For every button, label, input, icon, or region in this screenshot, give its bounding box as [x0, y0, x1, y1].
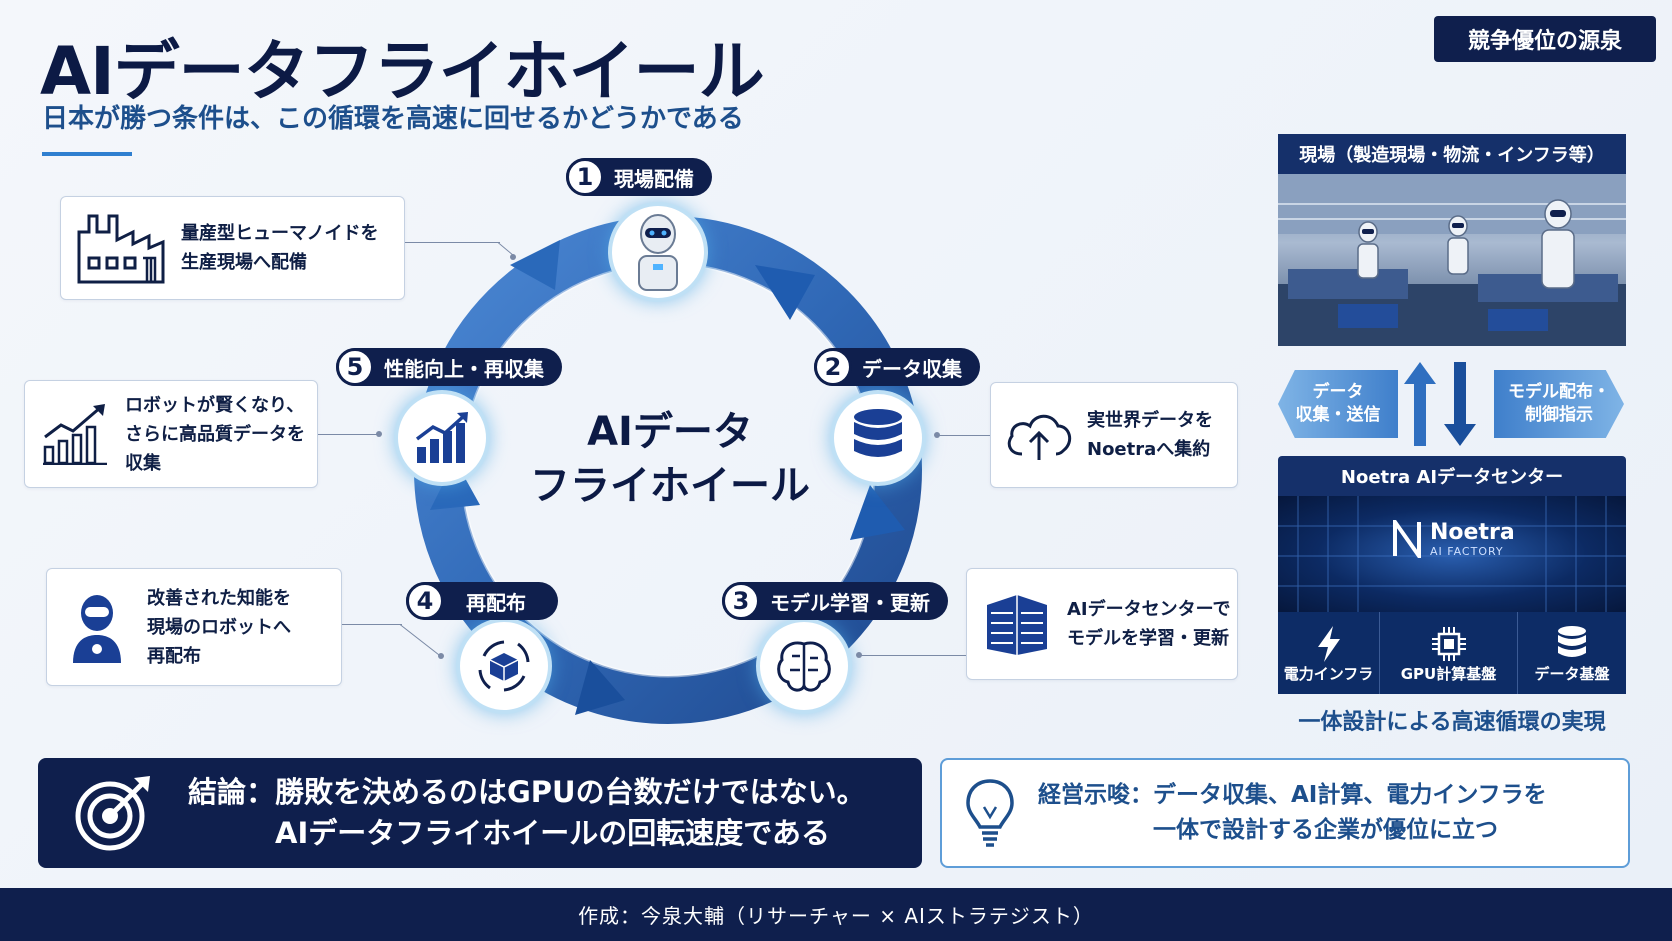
connector-improve-dot: [376, 431, 382, 437]
cycle-arrow-1: [755, 265, 815, 320]
cycle-arrow-5: [510, 240, 560, 290]
noetra-logo: Noetra AI FACTORY: [1392, 520, 1515, 558]
step-2-number: 2: [814, 348, 852, 386]
cycle-arrow-4: [430, 460, 480, 510]
note-improve-text: ロボットが賢くなり、 さらに高品質データを 収集: [125, 394, 305, 474]
node-deploy: [608, 202, 708, 302]
note-redistribute: 改善された知能を 現場のロボットへ 再配布: [46, 568, 342, 686]
connector-redistribute: [342, 624, 402, 625]
cycle-arrow-3: [575, 660, 625, 715]
server-racks-bg: [1278, 496, 1626, 612]
note-collect: 実世界データを Noetraへ集約: [990, 382, 1238, 488]
lightbulb-icon: [966, 779, 1014, 847]
connector-train-dot: [856, 652, 862, 658]
node-improve: [394, 390, 490, 486]
note-redistribute-text: 改善された知能を 現場のロボットへ 再配布: [147, 587, 291, 667]
database-icon: [1558, 626, 1586, 657]
growth-chart-icon: [43, 404, 107, 465]
bar-chart-icon: [415, 412, 468, 463]
arrow-data-send: データ 収集・送信: [1278, 370, 1398, 438]
tile-data-label: データ基盤: [1534, 665, 1610, 683]
robot-head-icon: [73, 595, 121, 663]
page-title: AIデータフライホイール: [40, 33, 765, 110]
connector-redistribute-dot: [438, 653, 444, 659]
step-4-text: 再配布: [466, 590, 526, 615]
factory-icon: [77, 214, 165, 284]
connector-collect: [938, 435, 990, 436]
lightning-icon: [1317, 626, 1340, 662]
infrastructure-tiles: 電力インフラ GPU計算基盤 データ基盤: [1278, 612, 1626, 694]
tile-power: 電力インフラ: [1278, 612, 1380, 694]
up-down-arrows-icon: [1404, 362, 1476, 446]
target-icon: [75, 776, 150, 851]
step-4-number: 4: [406, 582, 444, 620]
tile-data: データ基盤: [1518, 612, 1626, 694]
cycle-center-title: AIデータ フライホイール: [520, 405, 820, 513]
integrated-design-caption: 一体設計による高速循環の実現: [1298, 710, 1606, 735]
step-2-label: 2 データ収集: [814, 348, 980, 386]
connector-deploy: [405, 242, 500, 243]
tile-gpu: GPU計算基盤: [1380, 612, 1518, 694]
footer-credit: 作成：今泉大輔（リサーチャー × AIストラテジスト）: [0, 888, 1672, 941]
step-3-number: 3: [722, 582, 760, 620]
datacenter-image: Noetra AI FACTORY: [1278, 496, 1626, 612]
step-5-text: 性能向上・再収集: [384, 356, 544, 381]
page-subtitle: 日本が勝つ条件は、この循環を高速に回せるかどうかである: [42, 104, 744, 134]
step-1-label: 1 現場配備: [566, 158, 712, 196]
note-deploy-text: 量産型ヒューマノイドを 生産現場へ配備: [181, 223, 379, 273]
step-2-text: データ収集: [862, 356, 962, 381]
step-4-label: 4 再配布: [406, 582, 558, 620]
note-improve: ロボットが賢くなり、 さらに高品質データを 収集: [24, 380, 318, 488]
center-line-2: フライホイール: [530, 463, 810, 509]
brain-icon: [777, 641, 831, 692]
connector-improve: [318, 434, 378, 435]
step-5-number: 5: [336, 348, 374, 386]
database-icon: [854, 409, 902, 457]
cycle-arrow-2: [850, 485, 905, 540]
site-panel-title: 現場（製造現場・物流・インフラ等）: [1278, 134, 1626, 174]
section-badge: 競争優位の源泉: [1434, 16, 1656, 62]
logo-sub: AI FACTORY: [1430, 544, 1504, 558]
subtitle-underline: [42, 152, 132, 156]
chip-icon: [1431, 627, 1466, 661]
note-train: AIデータセンターで モデルを学習・更新: [966, 568, 1238, 680]
tile-power-label: 電力インフラ: [1283, 665, 1374, 683]
step-1-number: 1: [566, 158, 604, 196]
connector-collect-dot: [934, 432, 940, 438]
server-icon: [987, 595, 1047, 655]
factory-floor-image: [1278, 174, 1626, 346]
conclusion-box: 結論：勝敗を決めるのはGPUの台数だけではない。 AIデータフライホイールの回転…: [38, 758, 922, 868]
implication-box: 経営示唆：データ収集、AI計算、電力インフラを 一体で設計する企業が優位に立つ: [940, 758, 1630, 868]
datacenter-title: Noetra AIデータセンター: [1278, 456, 1626, 496]
note-deploy: 量産型ヒューマノイドを 生産現場へ配備: [60, 196, 405, 300]
cloud-upload-icon: [1007, 414, 1072, 460]
arrow-model-distribute: モデル配布・ 制御指示: [1494, 370, 1624, 438]
connector-train: [860, 655, 966, 656]
cube-cycle-icon: [478, 640, 530, 692]
factory-scene: [1278, 174, 1626, 346]
step-3-label: 3 モデル学習・更新: [722, 582, 948, 620]
implication-text: 経営示唆：データ収集、AI計算、電力インフラを 一体で設計する企業が優位に立つ: [1038, 782, 1547, 843]
noetra-n-icon: [1393, 520, 1421, 558]
note-train-text: AIデータセンターで モデルを学習・更新: [1067, 599, 1231, 649]
step-1-text: 現場配備: [614, 166, 694, 191]
node-train: [756, 618, 852, 714]
step-5-label: 5 性能向上・再収集: [336, 348, 562, 386]
node-redistribute: [456, 618, 552, 714]
center-line-1: AIデータ: [587, 409, 753, 455]
connector-deploy-dot: [510, 254, 516, 260]
logo-name: Noetra: [1430, 519, 1515, 545]
conclusion-text: 結論：勝敗を決めるのはGPUの台数だけではない。 AIデータフライホイールの回転…: [188, 775, 866, 850]
note-collect-text: 実世界データを Noetraへ集約: [1087, 410, 1213, 460]
tile-gpu-label: GPU計算基盤: [1400, 665, 1497, 683]
step-3-text: モデル学習・更新: [770, 590, 930, 615]
robot-icon: [638, 214, 678, 291]
node-collect: [830, 390, 926, 486]
